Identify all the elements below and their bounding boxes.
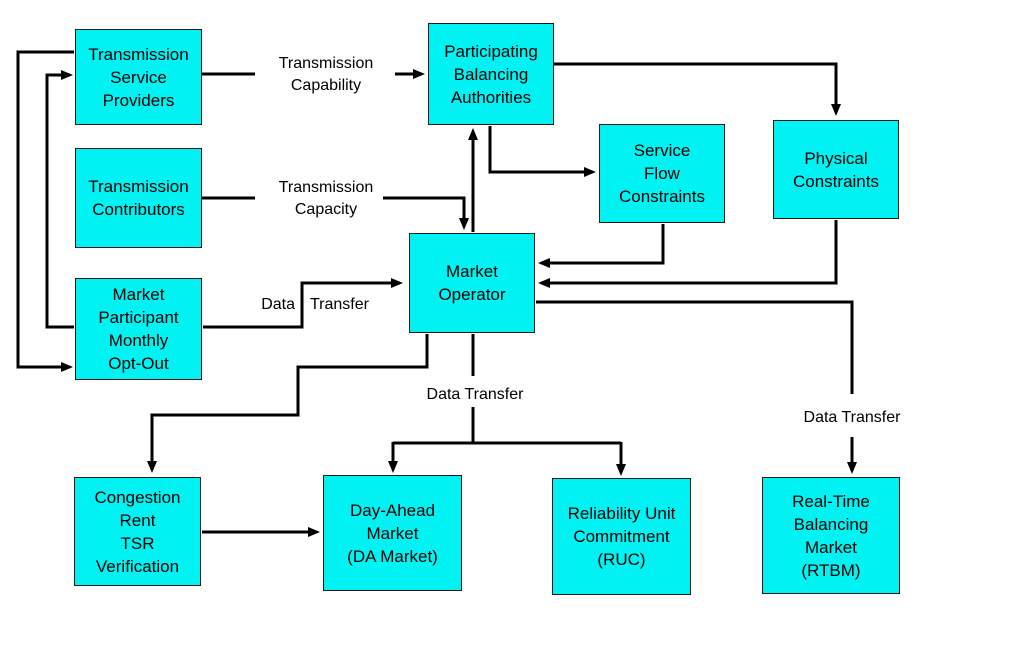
edge-mo-to-congestion bbox=[147, 334, 429, 473]
node-congestion-rent-tsr-verification: Congestion Rent TSR Verification bbox=[74, 477, 201, 586]
edge-tsp-to-optout bbox=[16, 50, 74, 372]
edge-sfc-to-mo bbox=[538, 224, 665, 268]
edge-optout-to-mo bbox=[203, 278, 403, 329]
node-physical-constraints: Physical Constraints bbox=[773, 120, 899, 219]
edge-label-data-transfer-optout-part1: Data bbox=[261, 296, 295, 313]
node-participating-balancing-authorities: Participating Balancing Authorities bbox=[428, 23, 554, 125]
node-label: Transmission Contributors bbox=[88, 177, 189, 219]
node-label: Market Operator bbox=[438, 262, 506, 304]
edge-mo-to-rtbm-upper bbox=[536, 300, 854, 394]
edge-label-transmission-capacity: Transmission Capacity bbox=[278, 179, 374, 218]
edge-label-transmission-capability: Transmission Capability bbox=[278, 55, 374, 94]
edge-label-data-transfer-optout-part2: Transfer bbox=[310, 296, 369, 313]
edge-pc-to-mo bbox=[538, 220, 838, 288]
node-label: Service Flow Constraints bbox=[619, 141, 705, 206]
node-label: Physical Constraints bbox=[793, 148, 879, 191]
node-label: Congestion Rent TSR Verification bbox=[94, 487, 181, 576]
node-day-ahead-market: Day-Ahead Market (DA Market) bbox=[323, 475, 462, 591]
node-real-time-balancing-market: Real-Time Balancing Market (RTBM) bbox=[762, 477, 900, 594]
edge-label-data-transfer-center: Data Transfer bbox=[426, 386, 524, 403]
node-label: Transmission Service Providers bbox=[88, 44, 189, 110]
node-reliability-unit-commitment: Reliability Unit Commitment (RUC) bbox=[552, 478, 691, 595]
edge-pba-to-pc bbox=[554, 62, 841, 116]
node-label: Participating Balancing Authorities bbox=[444, 41, 538, 107]
node-market-operator: Market Operator bbox=[409, 233, 535, 333]
node-transmission-service-providers: Transmission Service Providers bbox=[75, 29, 202, 125]
edge-contributors-to-mo bbox=[383, 196, 469, 230]
node-transmission-contributors: Transmission Contributors bbox=[75, 148, 202, 248]
node-service-flow-constraints: Service Flow Constraints bbox=[599, 124, 725, 223]
node-label: Day-Ahead Market (DA Market) bbox=[347, 500, 438, 566]
edge-optout-to-tsp bbox=[45, 70, 74, 329]
edge-label-data-transfer-rtbm: Data Transfer bbox=[803, 409, 901, 426]
node-label: Real-Time Balancing Market (RTBM) bbox=[792, 491, 870, 580]
edge-pba-to-sfc bbox=[488, 126, 596, 177]
node-label: Reliability Unit Commitment (RUC) bbox=[567, 504, 676, 569]
node-market-participant-monthly-opt-out: Market Participant Monthly Opt-Out bbox=[75, 278, 202, 380]
node-label: Market Participant Monthly Opt-Out bbox=[98, 285, 179, 373]
